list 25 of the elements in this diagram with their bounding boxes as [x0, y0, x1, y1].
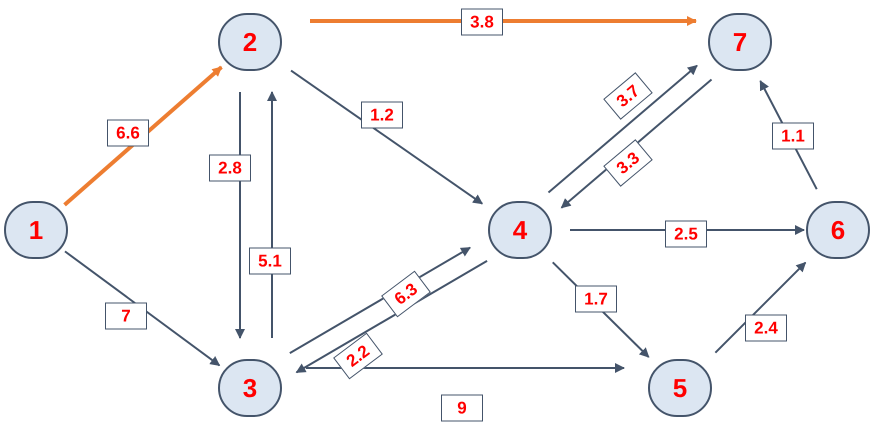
arrow	[310, 16, 697, 26]
edge-label: 2.2	[333, 332, 383, 380]
edge-label: 1.7	[575, 286, 617, 312]
edge-label: 7	[105, 302, 147, 330]
arrow	[306, 363, 625, 373]
arrow	[267, 91, 277, 338]
edge-label: 5.1	[249, 248, 291, 274]
edge-label: 2.5	[665, 220, 707, 248]
edge-label: 9	[441, 394, 483, 422]
arrow	[235, 92, 245, 339]
edge-label: 6.6	[107, 120, 149, 146]
arrow	[548, 64, 698, 194]
edge-label: 1.2	[361, 102, 403, 128]
edge-label: 2.8	[209, 154, 251, 182]
edge-label: 3.7	[603, 72, 653, 120]
edge-label: 2.4	[745, 314, 787, 342]
arrow	[63, 66, 223, 206]
arrow	[290, 70, 484, 205]
edge-label: 3.8	[461, 8, 503, 36]
arrow	[714, 262, 806, 354]
edge-label: 3.3	[603, 139, 653, 187]
arrow	[296, 260, 488, 374]
edge-label: 1.1	[772, 122, 814, 150]
edge-label: 6.3	[381, 270, 431, 318]
arrow	[64, 250, 220, 366]
